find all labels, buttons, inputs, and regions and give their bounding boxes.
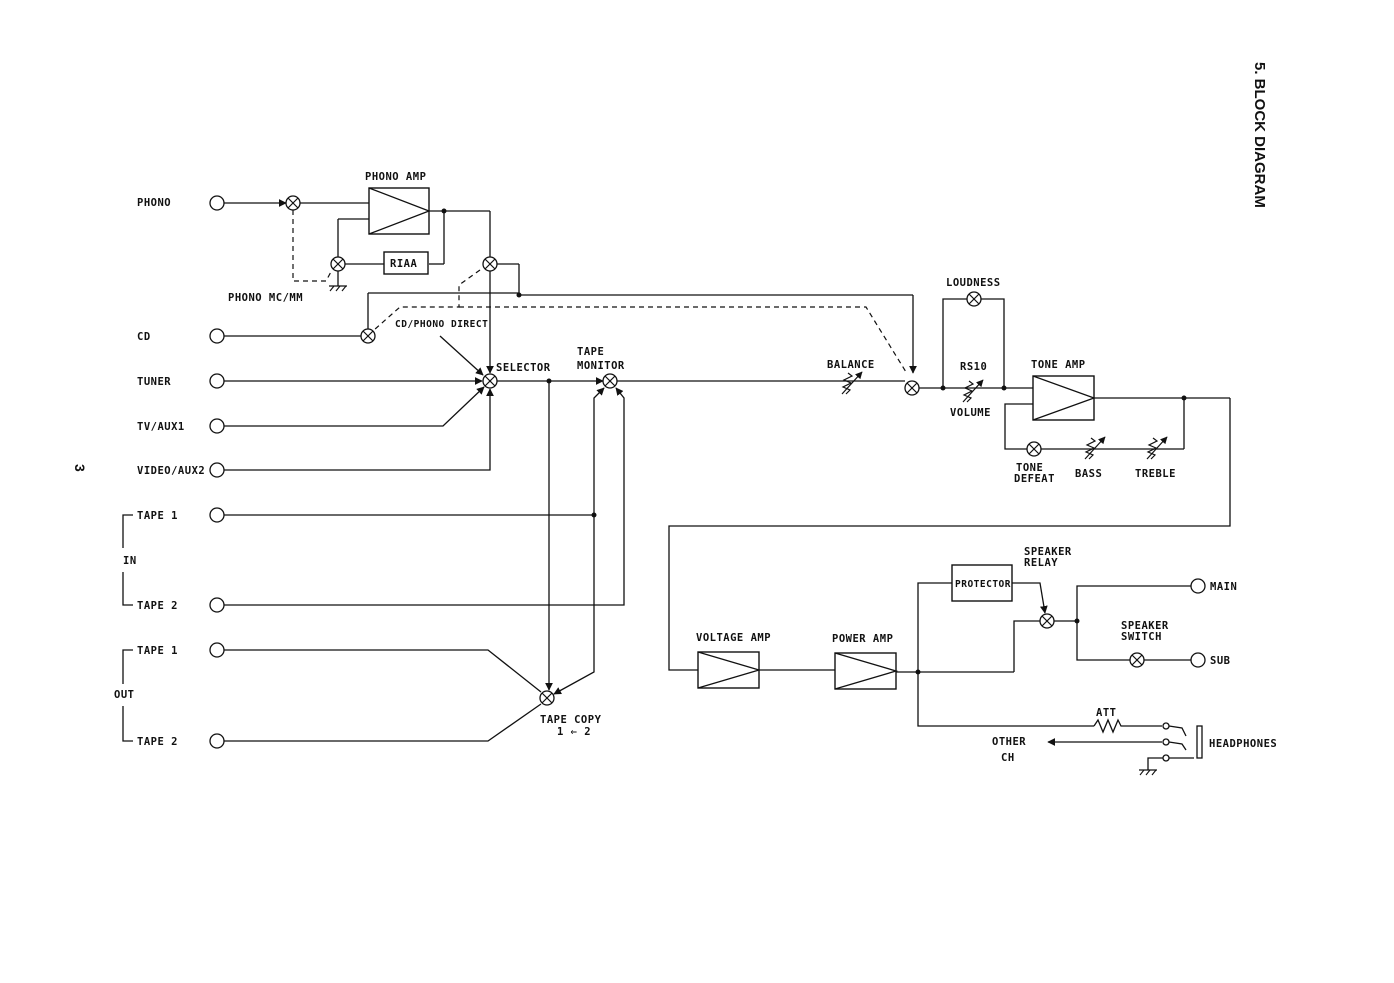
speaker-relay-icon [1039,613,1055,629]
page-number: 3 [72,464,88,472]
cd-phono-direct-switch-icon [360,328,376,344]
label-cd-phono-direct: CD/PHONO DIRECT [395,319,488,330]
label-video-aux2: VIDEO/AUX2 [137,465,205,477]
label-protector: PROTECTOR [955,579,1011,590]
out-bracket [122,649,133,742]
input-jacks [209,195,225,749]
label-tape-monitor-2: MONITOR [577,360,625,372]
jack-cd [209,328,225,344]
phono-amp [368,187,431,235]
label-tv-aux1: TV/AUX1 [137,421,185,433]
voltage-amp [697,651,762,689]
jack-sub [1190,652,1206,668]
label-other-ch-2: CH [1001,752,1015,764]
label-tone-defeat-1: TONE [1016,462,1043,474]
label-rs10: RS10 [960,361,987,373]
jack-tape1-in [209,507,225,523]
att-resistor [1093,718,1162,734]
label-voltage-amp: VOLTAGE AMP [696,632,771,644]
label-main: MAIN [1210,581,1237,593]
headphones-jack [1168,725,1203,759]
label-bass: BASS [1075,468,1102,480]
treble-pot-icon [1147,437,1167,459]
jack-tape2-in [209,597,225,613]
jack-phono [209,195,225,211]
phono-input-switch-icon [285,195,301,211]
label-tape-monitor-1: TAPE [577,346,604,358]
label-tone-defeat-2: DEFEAT [1014,473,1055,485]
label-loudness: LOUDNESS [946,277,1001,289]
jack-tv-aux1 [209,418,225,434]
label-speaker-switch-1: SPEAKER [1121,620,1169,632]
power-amp [834,652,899,690]
volume-pot-icon [963,380,983,402]
phono-mc-mm-switch-icon [330,256,346,272]
in-bracket [122,514,133,606]
tone-amp [1032,375,1096,421]
label-tuner: TUNER [137,376,171,388]
label-tape2-in: TAPE 2 [137,600,178,612]
label-volume: VOLUME [950,407,991,419]
ground-icon [328,285,348,292]
label-phono: PHONO [137,197,171,209]
speaker-switch-icon [1129,652,1145,668]
label-balance: BALANCE [827,359,875,371]
label-sub: SUB [1210,655,1230,667]
loudness-switch-icon [966,291,982,307]
selector-switch-icon [482,373,498,389]
label-power-amp: POWER AMP [832,633,893,645]
label-speaker-switch-2: SWITCH [1121,631,1162,643]
jack-tuner [209,373,225,389]
label-headphones: HEADPHONES [1209,738,1277,750]
label-tape1-out: TAPE 1 [137,645,178,657]
label-treble: TREBLE [1135,468,1176,480]
page-title: 5. BLOCK DIAGRAM [1251,62,1268,208]
direct-switch-icon [904,380,920,396]
label-tape2-out: TAPE 2 [137,736,178,748]
jack-main [1190,578,1206,594]
label-speaker-relay-1: SPEAKER [1024,546,1072,558]
bass-pot-icon [1085,437,1105,459]
label-other-ch-1: OTHER [992,736,1026,748]
label-riaa: RIAA [390,258,417,270]
label-cd: CD [137,331,151,343]
riaa-block [383,251,429,275]
label-att: ATT [1096,707,1116,719]
balance-pot-icon [842,372,862,394]
tone-defeat-switch-icon [1026,441,1042,457]
label-tone-amp: TONE AMP [1031,359,1086,371]
tape-monitor-switch-icon [602,373,618,389]
headphone-ground-icon [1138,769,1158,776]
label-selector: SELECTOR [496,362,551,374]
jack-tape2-out [209,733,225,749]
jack-tape1-out [209,642,225,658]
label-phono-mc-mm: PHONO MC/MM [228,292,303,304]
label-tape-copy-1: TAPE COPY [540,714,602,726]
label-phono-amp: PHONO AMP [365,171,426,183]
protector-block [951,564,1013,602]
jack-video-aux2 [209,462,225,478]
phono-direct-switch-icon [482,256,498,272]
tape-copy-switch-icon [539,690,555,706]
label-in-group: IN [123,555,137,567]
label-out-group: OUT [114,689,134,701]
label-tape1-in: TAPE 1 [137,510,178,522]
label-speaker-relay-2: RELAY [1024,557,1058,569]
label-tape-copy-2: 1 ⇐ 2 [557,726,591,738]
